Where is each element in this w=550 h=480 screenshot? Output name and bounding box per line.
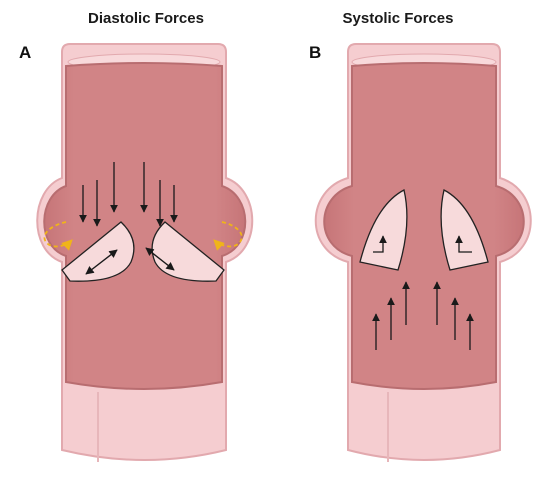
panel-b-lumen xyxy=(323,62,525,390)
panel-b-title: Systolic Forces xyxy=(342,10,454,27)
leaflet-stress-arrow-icon xyxy=(145,247,175,271)
panel-b-leaflets xyxy=(359,189,489,271)
panel-b-letter: B xyxy=(309,43,322,62)
leaflet-stress-arrow-icon xyxy=(373,235,387,253)
panel-a-vortex-arrows xyxy=(43,221,243,251)
panel-a-lumen xyxy=(43,62,247,390)
panel-a-flow-arrows xyxy=(79,162,178,227)
panel-a-leaflets xyxy=(61,221,225,282)
panel-a-title: Diastolic Forces xyxy=(88,10,204,27)
vortex-arrow-icon xyxy=(213,221,243,251)
leaflet-stress-arrow-icon xyxy=(85,249,118,275)
panel-b-leaflet-right xyxy=(440,189,489,271)
panel-a-vessel xyxy=(36,43,254,462)
panel-b-flow-arrows xyxy=(372,281,474,350)
panel-a-letter: A xyxy=(19,43,32,62)
panel-b-vessel xyxy=(314,43,532,462)
leaflet-stress-arrow-icon xyxy=(455,235,472,253)
panel-b-leaflet-left xyxy=(359,189,408,271)
